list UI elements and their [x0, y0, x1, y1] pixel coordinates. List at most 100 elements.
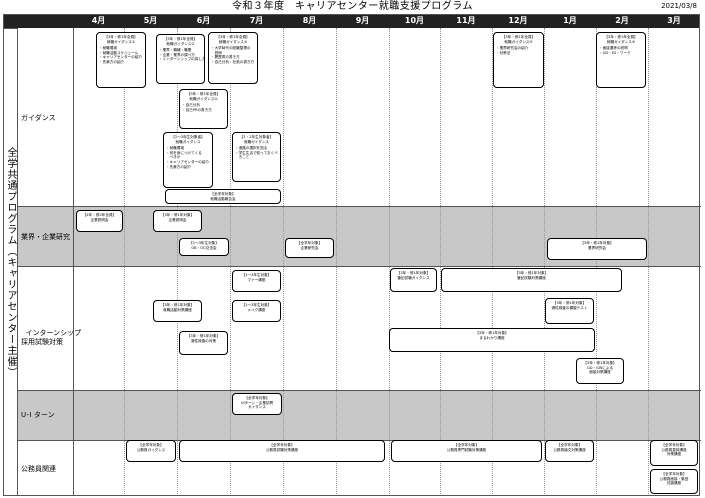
- program-box-body: ・自己分析 ・自己PRの書き方: [182, 103, 212, 112]
- column-divider: [596, 28, 597, 496]
- program-box[interactable]: 【3年・修1年対象】 業界研究会: [547, 238, 647, 260]
- program-box[interactable]: 【1～3年生対象】 マナー講座: [232, 270, 281, 292]
- side-label: 全学共通プログラム（キャリアセンター主催）: [3, 28, 18, 496]
- column-divider: [544, 28, 545, 496]
- column-divider: [336, 28, 337, 496]
- program-box-title: 【全学年対象】 UIターン・企業訪問 ガイダンス: [240, 396, 274, 410]
- month-header: 6月: [196, 16, 211, 25]
- program-box[interactable]: 【3年・修1年対象】 企業説明会: [153, 210, 202, 232]
- row-divider: [3, 266, 701, 267]
- program-box[interactable]: 【3年・修1年対象】 適性検査の模擬テスト: [545, 298, 594, 324]
- program-box[interactable]: 【全学年対象】 企業研究会: [285, 238, 334, 258]
- program-box[interactable]: 【全学年対象】 公務員専門試験対策講座: [391, 440, 542, 462]
- program-box[interactable]: 【3年・修1年全員】 就職ガイダンス⑥ ・面接選考の説明 ・GD・ES・ワーク: [596, 32, 646, 88]
- column-divider: [492, 28, 493, 496]
- program-box[interactable]: 【4年・修2年全員】 企業説明会: [76, 210, 123, 232]
- program-box-title: 【全学年対象】 企業研究会: [296, 241, 323, 250]
- program-box[interactable]: 【1～3年生対象】 OB・OG交流会: [179, 238, 229, 256]
- month-header: 9月: [355, 16, 370, 25]
- row-label-industry: 業界・企業研究: [21, 233, 70, 241]
- program-box-title: 【3年・修1年対象】 筆記試験対策講座: [514, 271, 549, 280]
- program-box-title: 【4年・修2年全員】 企業説明会: [82, 213, 117, 222]
- column-divider: [389, 28, 390, 496]
- program-box-title: 【1～3年生対象】 メイク講座: [241, 303, 272, 312]
- program-box-title: 【全学年対象】 公務員直前講座 対策講座: [661, 443, 687, 457]
- program-box-title: 【1・2年生対象者】 就職ガイダンス: [239, 135, 274, 144]
- issue-date: 2021/03/8: [661, 2, 697, 10]
- column-divider: [177, 28, 178, 496]
- program-box[interactable]: 【3年・修1年全員】 就職ガイダンス③ ・大学時代の経験整理の 説明 ・履歴書の…: [208, 32, 258, 84]
- program-box-title: 【全学年対象】 公務員論文対策講座: [553, 443, 586, 452]
- program-box[interactable]: 【全学年対象】 公務員ガイダンス: [126, 440, 176, 462]
- program-box[interactable]: 【全学年対象】 公務員直前講座 対策講座: [650, 440, 698, 466]
- program-box[interactable]: 【3年・修1年対象】 GD・GWによる 面接対策講座: [576, 358, 624, 384]
- program-box[interactable]: 【全学年対象】 就職活動報告会: [165, 189, 281, 204]
- program-box-title: 【全学年対象】 公務員試験対策講座: [265, 443, 299, 452]
- program-box-title: 【3年・修1年対象】 まるわかり講座: [475, 331, 509, 340]
- row-divider: [3, 390, 701, 391]
- month-header: 1月: [563, 16, 577, 25]
- month-header: 2月: [615, 16, 629, 25]
- column-divider: [283, 28, 284, 496]
- row-label-internship-text: インターンシップ 採用試験対策: [21, 329, 82, 346]
- program-box[interactable]: 【1・2年生対象者】 就職ガイダンス ・進路の選択を知る ・学生生活で知っておく…: [232, 132, 281, 182]
- program-box[interactable]: 【全学年対象】 公務員面接・集団 討論講座: [650, 469, 698, 494]
- side-label-text: 全学共通プログラム（キャリアセンター主催）: [5, 146, 16, 378]
- month-header: 7月: [249, 16, 264, 25]
- row-label-guidance: ガイダンス: [21, 114, 56, 122]
- program-box[interactable]: 【全学年対象】 公務員論文対策講座: [545, 440, 594, 462]
- program-box[interactable]: 【1～3年生対象】 メイク講座: [232, 300, 281, 322]
- program-box-title: 【全学年対象】 就職活動報告会: [210, 192, 236, 201]
- program-box[interactable]: 【3年・修1年対象】 まるわかり講座: [389, 328, 595, 352]
- program-box-title: 【3年・修1年対象】 適性検査の模擬テスト: [551, 301, 588, 310]
- column-divider: [73, 28, 74, 496]
- program-box[interactable]: 【全学年対象】 公務員試験対策講座: [179, 440, 385, 462]
- month-header: 5月: [143, 16, 158, 25]
- program-box-body: ・大学時代の経験整理の 説明 ・履歴書の書き方 ・自己分析・社風の書き方: [211, 46, 255, 64]
- program-box-title: 【全学年対象】 公務員ガイダンス: [136, 443, 166, 452]
- row-band-ui-turn: [18, 390, 699, 440]
- month-header: 10月: [404, 16, 425, 25]
- column-divider: [124, 28, 125, 496]
- program-box[interactable]: 【1～3年生対象者】 就職ガイダンス ・就職環境 ・何を身につけてくる べきか …: [163, 132, 213, 188]
- program-box-title: 【3年・修1年全員】 就職ガイダンス⑥: [604, 35, 638, 44]
- program-box[interactable]: 【3年・修1年対象】 筆記試験ガイダンス: [390, 268, 437, 292]
- program-box-title: 【3年・修1年対象】 企業説明会: [160, 213, 195, 222]
- row-label-public-service: 公務員関連: [21, 465, 56, 473]
- page-title: 令和３年度 キャリアセンター就職支援プログラム: [232, 1, 473, 12]
- program-box-title: 【1～3年生対象】 マナー講座: [241, 273, 272, 282]
- program-box[interactable]: 【3年・修1年全員】 就職ガイダンス⑤ ・業界研究会の紹介 ・対策法: [493, 32, 544, 88]
- program-box[interactable]: 【3年・修1年対象】 就職活動対策講座: [153, 300, 202, 322]
- program-box-title: 【3年・修1年対象】 業界研究会: [580, 241, 614, 250]
- program-box-body: ・就職環境 ・就職活動スケジュール ・キャリアセンターの紹介 ・先輩方の紹介: [99, 46, 143, 64]
- program-box-title: 【3年・修1年全員】 就職ガイダンス③: [216, 35, 250, 44]
- program-box-title: 【全学年対象】 公務員面接・集団 討論講座: [659, 472, 689, 486]
- program-box-title: 【3年・修1年全員】 就職ガイダンス④: [186, 92, 221, 101]
- row-label-ui-turn: U･I ターン: [21, 411, 55, 419]
- program-box-body: ・業界研究会の紹介 ・対策法: [496, 46, 529, 55]
- month-header: 12月: [508, 16, 528, 25]
- program-box-title: 【3年・修1年対象】 就職活動対策講座: [160, 303, 195, 312]
- month-header: 11月: [456, 16, 476, 25]
- program-box[interactable]: 【全学年対象】 UIターン・企業訪問 ガイダンス: [232, 393, 282, 415]
- program-box[interactable]: 【3年・修1年全員】 就職ガイダンス④ ・自己分析 ・自己PRの書き方: [179, 89, 228, 129]
- month-header-bar: [3, 14, 700, 28]
- program-box-title: 【全学年対象】 公務員専門試験対策講座: [446, 443, 487, 452]
- program-box-title: 【3年・修1年全員】 就職ガイダンス⑤: [501, 35, 536, 44]
- program-box-title: 【3年・修1年対象】 筆記試験ガイダンス: [396, 271, 431, 280]
- program-box-title: 【3年・修1年全員】 就職ガイダンス①: [104, 35, 138, 44]
- program-box-title: 【1～3年生対象者】 就職ガイダンス: [171, 135, 205, 144]
- month-header: 4月: [91, 16, 106, 25]
- program-box[interactable]: 【3年・修1年全員】 就職ガイダンス① ・就職環境 ・就職活動スケジュール ・キ…: [96, 32, 146, 88]
- program-box-title: 【3年・修1年全員】 就職ガイダンス②: [163, 37, 198, 46]
- program-box-body: ・面接選考の説明 ・GD・ES・ワーク: [599, 46, 631, 55]
- row-divider: [3, 206, 701, 207]
- row-label-internship: インターンシップ 採用試験対策: [21, 320, 81, 347]
- program-box[interactable]: 【3年・修1年全員】 就職ガイダンス② ・業界・職種・職業 ・企業・業界の調べ方…: [156, 34, 205, 84]
- program-box-body: ・進路の選択を知る ・学生生活で知っておくべ きこと: [235, 146, 278, 160]
- program-box[interactable]: 【3年・修1年対象】 適性検査の対策: [179, 331, 228, 355]
- program-box[interactable]: 【3年・修1年対象】 筆記試験対策講座: [441, 268, 622, 292]
- month-header: 3月: [667, 16, 681, 25]
- program-box-title: 【1～3年生対象】 OB・OG交流会: [189, 241, 219, 250]
- column-divider: [648, 28, 649, 496]
